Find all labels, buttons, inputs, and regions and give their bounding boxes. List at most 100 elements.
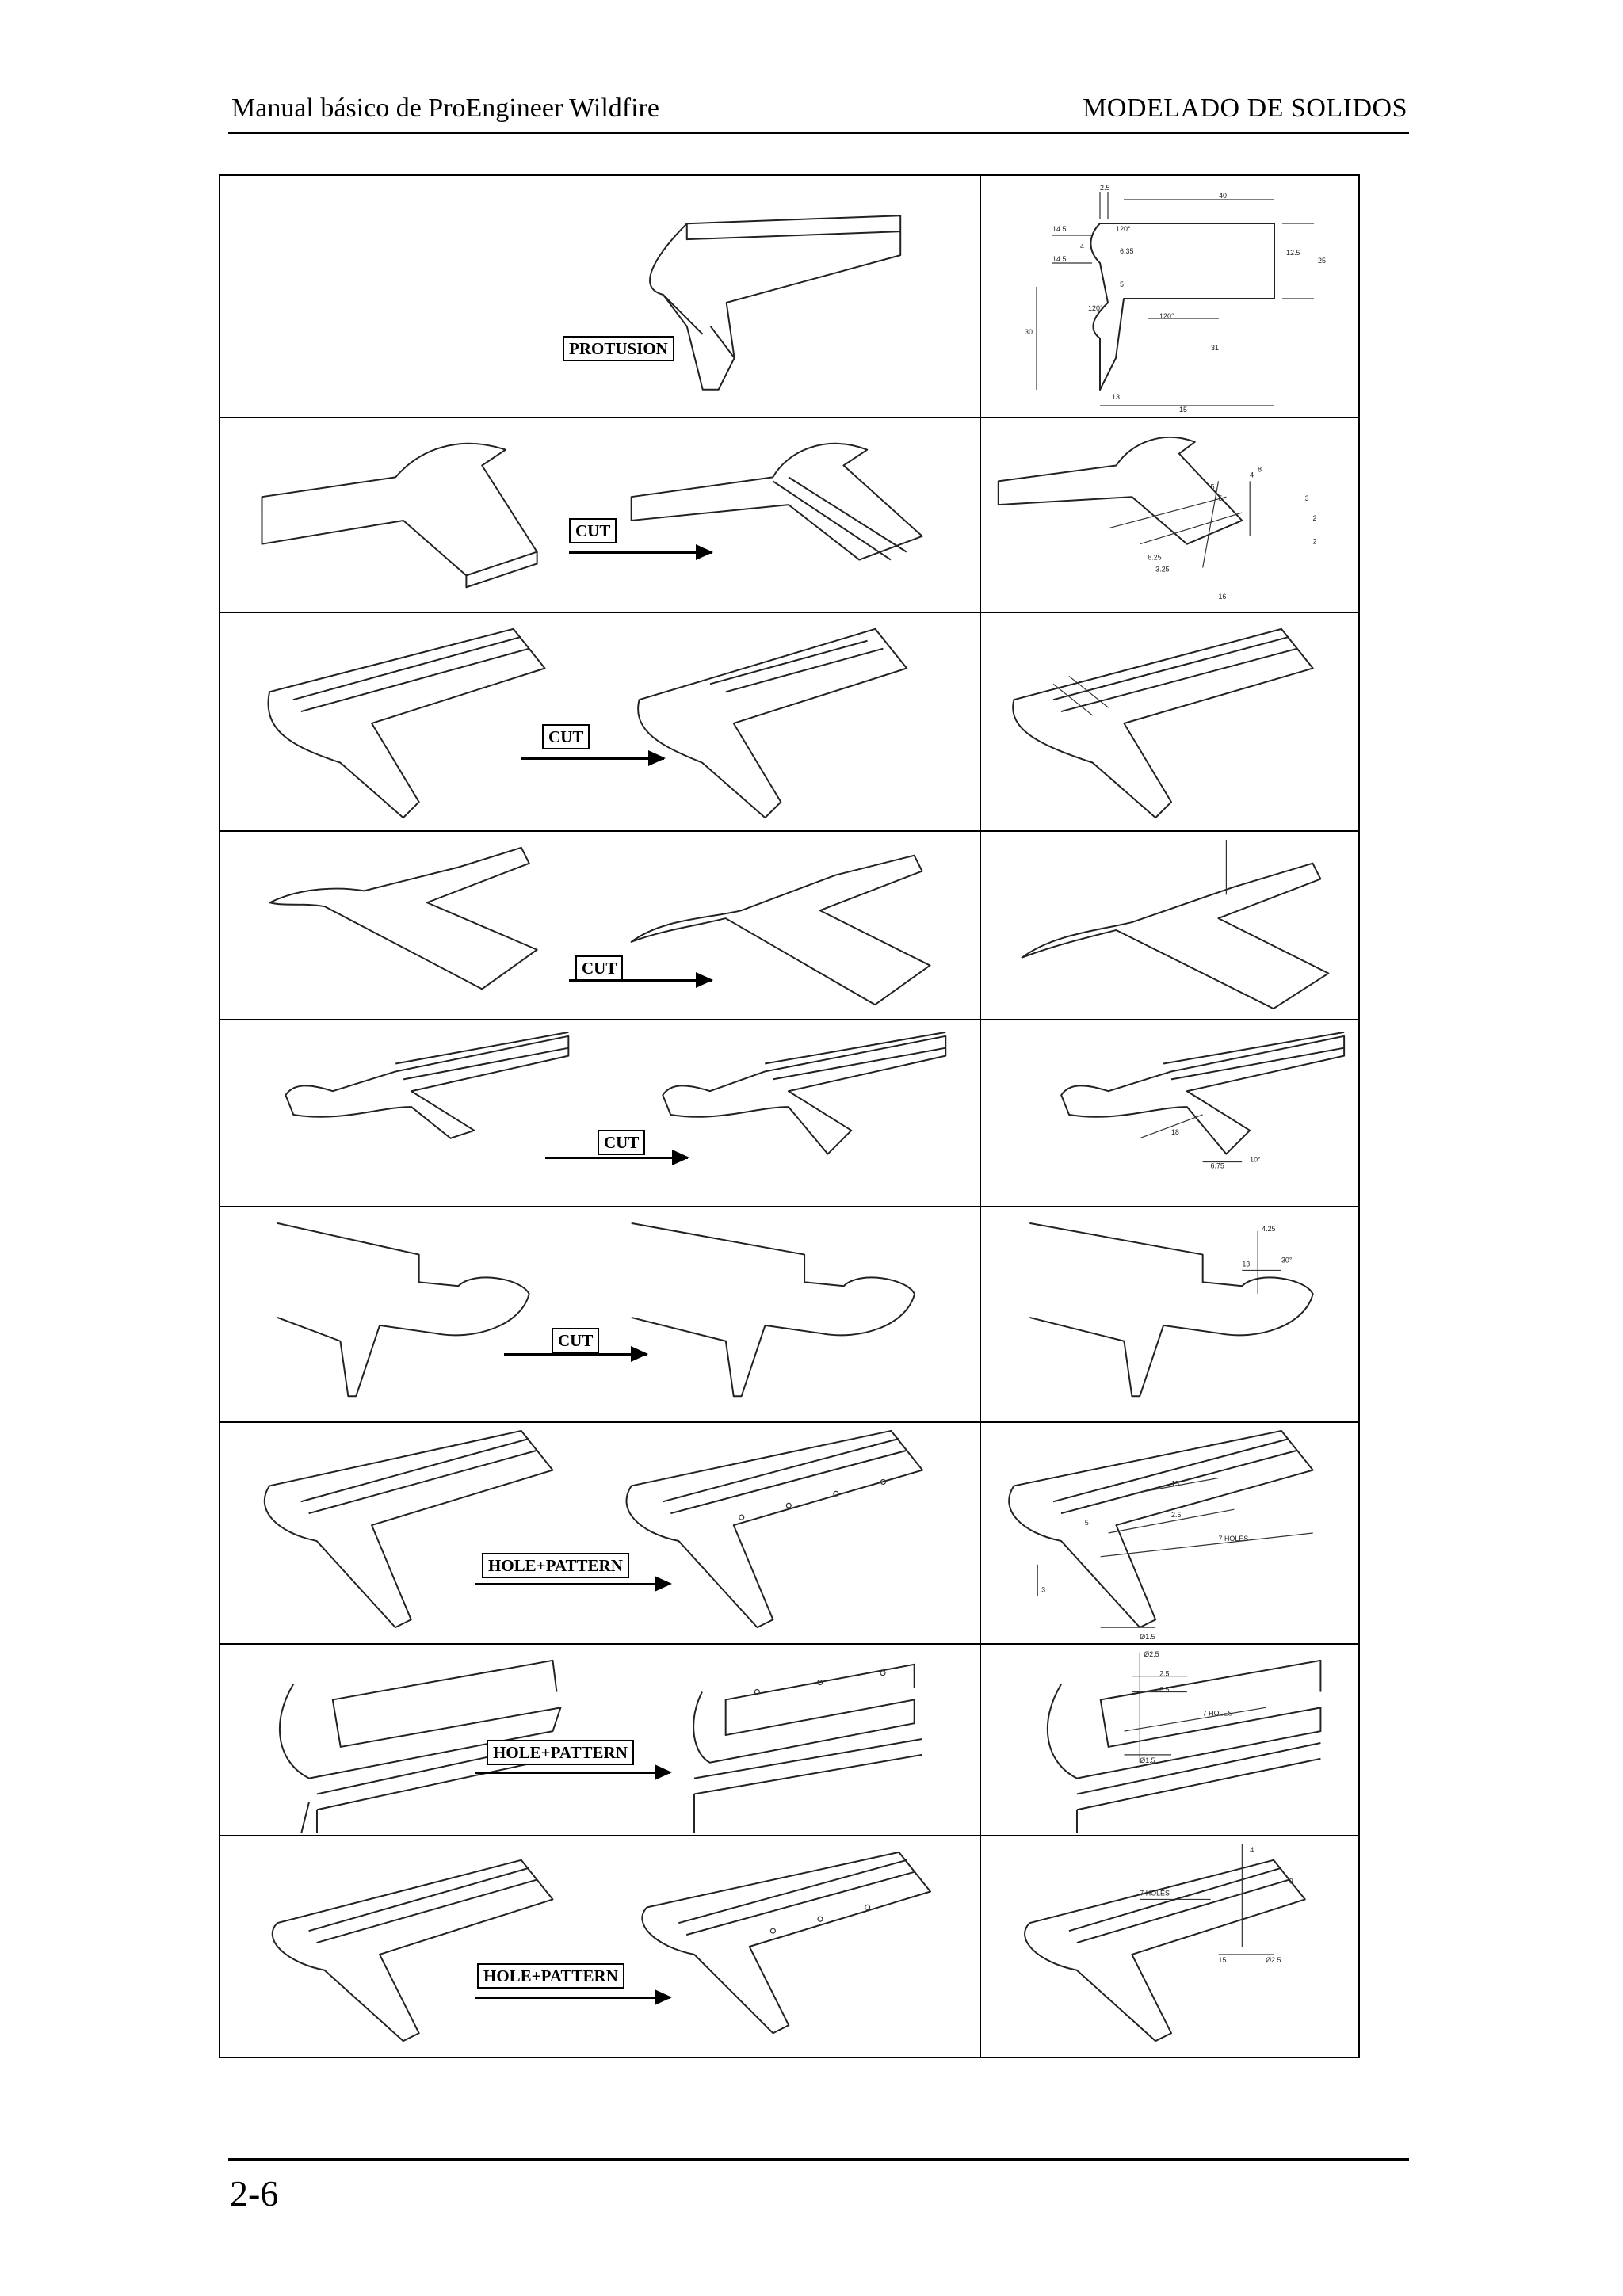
dimension-text: 6.25 [1148,554,1161,562]
dimension-text: 15 [1219,1956,1227,1964]
arrow [475,1576,672,1592]
dimension-text: 3.25 [1155,565,1169,573]
table-row: HOLE+PATTERN 7 HOLES 4 9 15 Ø2.5 [220,1835,1358,2057]
dimension-text: 2.5 [1171,1511,1181,1519]
table-row: CUT 4.25 13 30° [220,1206,1358,1421]
dimension-text: Ø2.5 [1144,1650,1159,1658]
dimension-cell: Ø2.5 2.5 6.5 7 HOLES Ø1.5 [981,1645,1358,1835]
caliper-drawing [261,442,923,589]
table-row: HOLE+PATTERN 15 2.5 7 HOLES 5 3 Ø1.5 [220,1421,1358,1643]
dimension-text: 10° [1250,1155,1261,1163]
caliper-drawing [263,1429,924,1629]
caliper-drawing [285,1031,947,1155]
dimension-text: 2 [1313,514,1317,522]
process-cell: CUT [220,418,981,612]
arrow [475,1764,672,1780]
dimension-text: 4.25 [1262,1225,1275,1233]
dimension-text: 2.5 [1159,1670,1169,1678]
arrow [521,750,666,766]
dimension-drawing: 7 HOLES 4 9 15 Ø2.5 [1024,1844,1306,2042]
dimension-text: 3 [1041,1585,1045,1593]
operation-label: CUT [552,1328,600,1353]
dimension-text: 16 [1218,593,1226,601]
caliper-drawing [277,1222,916,1398]
dimension-drawing: 15 2.5 7 HOLES 5 3 Ø1.5 [1008,1429,1314,1641]
dimension-text: 4 [1250,1846,1254,1854]
dimension-text: 14.5 [1052,225,1067,233]
dimension-drawing: 4.25 13 30° [1029,1222,1314,1398]
dimension-text: 6.35 [1120,247,1134,255]
operation-label: HOLE+PATTERN [477,1963,624,1989]
dimension-text: 9 [1289,1878,1293,1886]
operation-label: PROTUSION [563,336,674,361]
process-cell: HOLE+PATTERN [220,1423,981,1643]
dimension-text: 120° [1159,312,1174,320]
dimension-text: 7 HOLES [1203,1709,1233,1717]
table-row: HOLE+PATTERN Ø2.5 2.5 6.5 7 HOLES Ø1.5 [220,1643,1358,1835]
table-row: CUT 18 6.75 10° [220,1019,1358,1206]
process-cell: CUT [220,832,981,1019]
caliper-drawing [269,846,931,1006]
table-row: CUT [220,830,1358,1019]
table-row: PROTUSION 2.5 14.5 4 6.35 14.5 5 40 12.5… [220,176,1358,417]
caliper-drawing [278,1659,922,1834]
dimension-text: 6.75 [1211,1161,1224,1169]
dimension-cell: 15 2.5 7 HOLES 5 3 Ø1.5 [981,1423,1358,1643]
dimension-drawing: 2.5 14.5 4 6.35 14.5 5 40 12.5 25 30 13 … [1025,184,1326,414]
arrow [504,1346,648,1362]
dimension-text: 2.5 [1100,184,1110,192]
dimension-cell: 6.25 3.25 4 5 5 3 2 2 8 16 [981,418,1358,612]
dimension-text: 15 [1171,1479,1179,1487]
operation-label: HOLE+PATTERN [487,1740,634,1765]
operation-label: HOLE+PATTERN [482,1553,629,1578]
process-cell: HOLE+PATTERN [220,1645,981,1835]
process-cell: CUT [220,1207,981,1421]
dimension-cell: 7 HOLES 4 9 15 Ø2.5 [981,1836,1358,2057]
dimension-text: 12.5 [1286,249,1300,257]
arrow [545,1150,689,1165]
dimension-text: 7 HOLES [1140,1889,1170,1897]
dimension-text: 3 [1305,494,1309,502]
dimension-text: 5 [1120,280,1124,288]
dimension-text: 18 [1171,1128,1179,1136]
page-number: 2-6 [230,2173,279,2214]
arrow [475,1989,672,2005]
dimension-text: 4 [1250,471,1254,479]
dimension-text: 14.5 [1052,255,1067,263]
process-cell: HOLE+PATTERN [220,1836,981,2057]
dimension-text: 40 [1219,192,1227,200]
header-right: MODELADO DE SOLIDOS [1083,93,1407,123]
dimension-text: Ø1.5 [1140,1633,1155,1641]
process-cell: PROTUSION [220,176,981,417]
operation-label: CUT [569,518,617,543]
arrow [569,544,713,560]
process-cell: CUT [220,1020,981,1206]
dimension-text: 31 [1211,344,1219,352]
operation-label: CUT [542,724,590,749]
caliper-drawing [267,627,908,819]
caliper-drawing [649,215,902,391]
dimension-drawing: Ø2.5 2.5 6.5 7 HOLES Ø1.5 [1046,1650,1322,1834]
dimension-text: Ø1.5 [1140,1756,1155,1764]
process-cell: CUT [220,613,981,830]
dimension-drawing: 6.25 3.25 4 5 5 3 2 2 8 16 [997,436,1317,601]
dimension-drawing: 18 6.75 10° [1060,1031,1346,1169]
operations-table: PROTUSION 2.5 14.5 4 6.35 14.5 5 40 12.5… [219,174,1360,2058]
dimension-text: 13 [1112,393,1120,401]
dimension-text: 13 [1242,1260,1250,1268]
dimension-cell: 2.5 14.5 4 6.35 14.5 5 40 12.5 25 30 13 … [981,176,1358,417]
table-row: CUT [220,612,1358,830]
dimension-text: 30 [1025,328,1033,336]
dimension-text: Ø2.5 [1266,1956,1281,1964]
operation-label: CUT [598,1130,646,1155]
dimension-drawing [1021,839,1330,1010]
dimension-text: 15 [1179,406,1187,414]
operation-label: CUT [575,955,624,981]
dimension-cell: 4.25 13 30° [981,1207,1358,1421]
dimension-cell [981,832,1358,1019]
dimension-text: 30° [1281,1256,1293,1264]
header-left: Manual básico de ProEngineer Wildfire [231,93,659,123]
dimension-text: 7 HOLES [1219,1535,1249,1543]
dimension-text: 120° [1088,304,1103,312]
dimension-text: 4 [1080,242,1084,250]
